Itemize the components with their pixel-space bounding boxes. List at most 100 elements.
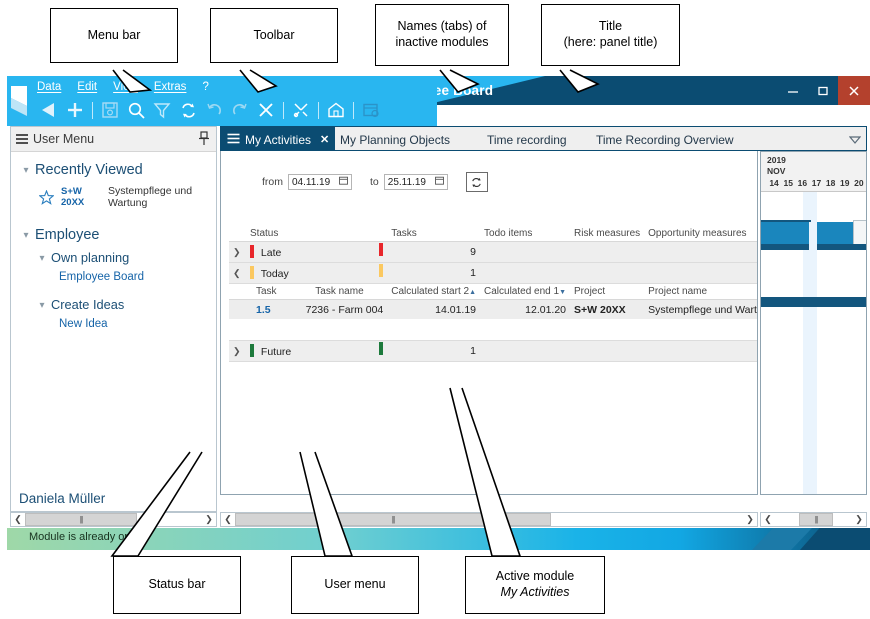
refresh-icon[interactable]: [176, 98, 200, 122]
callout-text: User menu: [324, 577, 386, 592]
col-project[interactable]: Project: [570, 283, 645, 300]
status-message: Module is already open: [29, 531, 143, 543]
scroll-thumb[interactable]: |||: [235, 513, 551, 526]
redo-icon[interactable]: [228, 98, 252, 122]
toolbar: [37, 97, 383, 123]
tab-time-recording-overview[interactable]: Time Recording Overview: [596, 132, 734, 147]
gantt-hscrollbar[interactable]: ❮ ||| ❯: [760, 512, 867, 527]
gantt-bar-late-b[interactable]: [817, 222, 859, 244]
tab-my-planning-objects[interactable]: My Planning Objects: [340, 132, 451, 147]
chevron-down-icon[interactable]: ▾: [23, 165, 29, 176]
plus-icon[interactable]: [63, 98, 87, 122]
from-date-input[interactable]: 04.11.19: [288, 174, 352, 190]
activities-table: Status Tasks Todo items Risk measures Op…: [229, 226, 757, 362]
table-group-row-late[interactable]: ❯ Late 9: [229, 241, 757, 263]
callout-text: Toolbar: [253, 27, 295, 42]
scroll-thumb[interactable]: |||: [799, 513, 833, 526]
cell-calculated-end: 12.01.20: [480, 299, 571, 319]
undo-icon[interactable]: [202, 98, 226, 122]
table-row[interactable]: 1.5 7236 - Farm 004 14.01.19 12.01.20 S+…: [229, 299, 757, 319]
to-date-input[interactable]: 25.11.19: [383, 174, 448, 190]
col-project-name[interactable]: Project name: [644, 283, 757, 300]
expand-icon[interactable]: ❯: [233, 346, 241, 356]
filter-icon[interactable]: [150, 98, 174, 122]
cell-project[interactable]: S+W 20XX: [570, 299, 645, 319]
calendar-icon[interactable]: [434, 176, 444, 188]
to-label: to: [370, 176, 379, 188]
scroll-thumb[interactable]: |||: [25, 513, 137, 526]
scroll-right-icon[interactable]: ❯: [205, 514, 213, 524]
refresh-button[interactable]: [465, 172, 488, 192]
user-menu-item-new-idea[interactable]: New Idea: [59, 318, 108, 330]
menu-item-edit[interactable]: Edit: [77, 81, 98, 93]
col-calculated-start[interactable]: Calculated start 2▲: [387, 283, 481, 300]
status-color-bar-end: [379, 264, 384, 277]
gantt-bar-late-a[interactable]: [761, 222, 809, 244]
user-menu-hscrollbar[interactable]: ❮ ||| ❯: [10, 512, 217, 527]
star-icon[interactable]: [38, 188, 55, 205]
scroll-track[interactable]: |||: [775, 513, 852, 526]
save-icon[interactable]: [98, 98, 122, 122]
back-icon[interactable]: [37, 98, 61, 122]
col-calculated-end[interactable]: Calculated end 1▼: [480, 283, 571, 300]
chevron-down-icon[interactable]: ▾: [39, 300, 45, 311]
tab-my-activities[interactable]: My Activities ✕: [221, 127, 335, 152]
scroll-left-icon[interactable]: ❮: [14, 514, 22, 524]
table-group-row-future[interactable]: ❯ Future 1: [229, 340, 757, 362]
user-menu-subgroup-create-ideas[interactable]: ▾ Create Ideas: [11, 295, 216, 317]
chevron-down-icon[interactable]: ▾: [39, 253, 45, 264]
close-x-icon[interactable]: [254, 98, 278, 122]
callout-toolbar: Toolbar: [210, 8, 338, 63]
user-menu-group-employee[interactable]: ▾ Employee: [11, 225, 216, 247]
tab-time-recording[interactable]: Time recording: [487, 132, 567, 147]
group-tasks: 1: [387, 262, 481, 284]
group-todo: [480, 262, 571, 284]
scroll-track[interactable]: |||: [235, 513, 743, 526]
minimize-icon[interactable]: [778, 76, 808, 105]
user-menu-subgroup-own-planning[interactable]: ▾ Own planning: [11, 248, 216, 270]
chevron-down-icon[interactable]: ▾: [23, 230, 29, 241]
user-menu-group-recently-viewed[interactable]: ▾ Recently Viewed: [11, 160, 216, 182]
close-icon[interactable]: ✕: [320, 134, 330, 146]
scroll-left-icon[interactable]: ❮: [224, 514, 232, 524]
gantt-bar-today-task[interactable]: [761, 297, 866, 307]
tab-bar: My Activities ✕ My Planning Objects Time…: [220, 126, 867, 152]
recently-viewed-item[interactable]: S+W 20XX Systempflege und Wartung: [11, 185, 216, 209]
collapse-icon[interactable]: ❮: [233, 268, 241, 278]
scroll-left-icon[interactable]: ❮: [764, 514, 772, 524]
scroll-track[interactable]: |||: [25, 513, 202, 526]
hamburger-icon[interactable]: [11, 127, 33, 151]
calendar-icon[interactable]: [339, 176, 348, 188]
user-menu-header: User Menu: [11, 127, 216, 152]
tools-icon[interactable]: [289, 98, 313, 122]
chevron-down-icon[interactable]: [848, 132, 862, 150]
close-icon[interactable]: [838, 76, 870, 105]
group-label: Today: [260, 268, 289, 280]
calendar-clock-icon[interactable]: [359, 98, 383, 122]
cell-task[interactable]: 1.5: [256, 303, 271, 316]
expand-icon[interactable]: ❯: [233, 247, 241, 257]
recent-project-code: S+W 20XX: [61, 186, 85, 208]
scroll-right-icon[interactable]: ❯: [855, 514, 863, 524]
menu-toolbar-band: [7, 76, 437, 126]
search-icon[interactable]: [124, 98, 148, 122]
group-tasks: 1: [387, 340, 481, 362]
menu-item-data[interactable]: Data: [37, 81, 62, 93]
detail-header-row: Task Task name Calculated start 2▲ Calcu…: [229, 283, 757, 300]
table-group-row-today[interactable]: ❮ Today 1: [229, 262, 757, 284]
user-menu-item-employee-board[interactable]: Employee Board: [59, 271, 145, 283]
hamburger-icon[interactable]: [227, 133, 240, 147]
scroll-right-icon[interactable]: ❯: [746, 514, 754, 524]
pin-icon[interactable]: [198, 131, 210, 151]
col-task[interactable]: Task Task name: [246, 283, 388, 300]
menu-item-extras[interactable]: Extras: [153, 81, 187, 93]
callout-text: (here: panel title): [563, 35, 658, 49]
maximize-icon[interactable]: [808, 76, 838, 105]
cell-task-name: 7236 - Farm 004: [305, 303, 384, 316]
subgroup-label: Own planning: [51, 250, 130, 265]
status-bar: Module is already open: [7, 528, 870, 550]
menu-item-help[interactable]: ?: [202, 81, 209, 93]
group-opportunity: [644, 262, 757, 284]
home-icon[interactable]: [324, 98, 348, 122]
